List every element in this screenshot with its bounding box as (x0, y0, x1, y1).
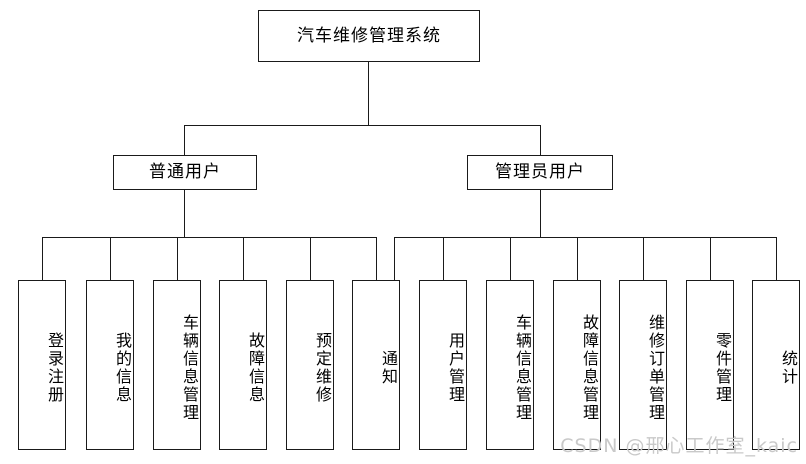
node-leaf-vehicle-info-mgmt-user: 车辆信息管理 (153, 280, 201, 450)
node-leaf-login-register: 登录注册 (18, 280, 66, 450)
node-regular-user-label: 普通用户 (149, 162, 221, 183)
node-leaf-fault-info-mgmt: 故障信息管理 (553, 280, 601, 450)
connector-user-leaf-4 (243, 237, 244, 280)
connector-user-stem (184, 190, 185, 237)
connector-user-bus-end (376, 237, 377, 280)
node-root-system: 汽车维修管理系统 (258, 10, 480, 62)
connector-user-bus (42, 237, 376, 238)
connector-admin-leaf-1 (443, 237, 444, 280)
connector-admin-leaf-3 (577, 237, 578, 280)
node-leaf-statistics: 统计 (752, 280, 800, 450)
node-leaf-notification: 通知 (352, 280, 400, 450)
node-leaf-user-mgmt: 用户管理 (419, 280, 467, 450)
node-leaf-notification-label: 通知 (379, 350, 398, 386)
connector-admin-bus-start (394, 237, 395, 280)
node-admin-user-label: 管理员用户 (495, 162, 585, 183)
node-leaf-repair-order-mgmt-label: 维修订单管理 (646, 314, 665, 422)
connector-level2-bus (184, 125, 540, 126)
node-leaf-vehicle-info-mgmt-user-label: 车辆信息管理 (180, 314, 199, 422)
node-root-system-label: 汽车维修管理系统 (297, 25, 441, 46)
node-leaf-my-info-label: 我的信息 (113, 332, 132, 404)
connector-drop-admin (540, 125, 541, 155)
node-leaf-reserve-repair-label: 预定维修 (313, 332, 332, 404)
connector-user-leaf-1 (42, 237, 43, 280)
connector-drop-user (184, 125, 185, 155)
node-leaf-fault-info-label: 故障信息 (246, 332, 265, 404)
node-leaf-statistics-label: 统计 (779, 350, 798, 386)
connector-user-leaf-3 (177, 237, 178, 280)
connector-admin-leaf-6 (776, 237, 777, 280)
node-leaf-fault-info-mgmt-label: 故障信息管理 (580, 314, 599, 422)
node-leaf-my-info: 我的信息 (86, 280, 134, 450)
connector-admin-leaf-5 (710, 237, 711, 280)
node-leaf-login-register-label: 登录注册 (45, 332, 64, 404)
connector-user-leaf-5 (310, 237, 311, 280)
node-leaf-vehicle-info-mgmt-admin: 车辆信息管理 (486, 280, 534, 450)
connector-user-leaf-2 (110, 237, 111, 280)
connector-admin-leaf-4 (643, 237, 644, 280)
node-leaf-parts-mgmt: 零件管理 (686, 280, 734, 450)
node-leaf-reserve-repair: 预定维修 (286, 280, 334, 450)
node-leaf-repair-order-mgmt: 维修订单管理 (619, 280, 667, 450)
node-regular-user: 普通用户 (113, 155, 257, 190)
connector-admin-stem (540, 190, 541, 237)
connector-admin-leaf-2 (510, 237, 511, 280)
connector-admin-bus (394, 237, 776, 238)
node-leaf-vehicle-info-mgmt-admin-label: 车辆信息管理 (513, 314, 532, 422)
node-leaf-user-mgmt-label: 用户管理 (446, 332, 465, 404)
node-leaf-parts-mgmt-label: 零件管理 (713, 332, 732, 404)
node-admin-user: 管理员用户 (467, 155, 613, 190)
connector-root-stem (368, 62, 369, 125)
node-leaf-fault-info: 故障信息 (219, 280, 267, 450)
